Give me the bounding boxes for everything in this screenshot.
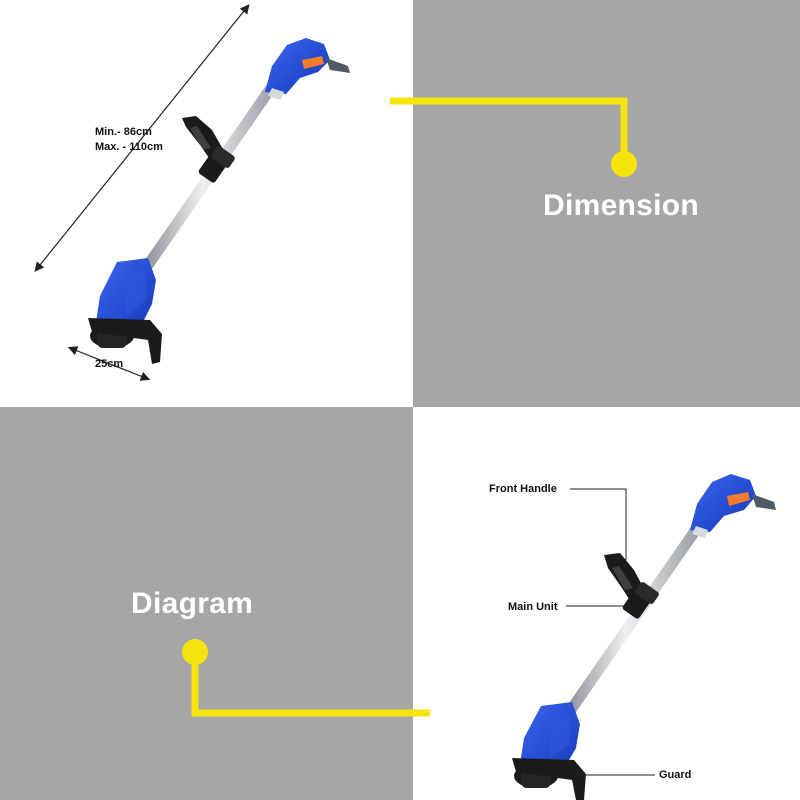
trimmer-illustration-bottom [512,474,776,800]
front-handle-label: Front Handle [489,483,557,495]
diagram-title: Diagram [131,587,254,620]
width-label: 25cm [95,358,124,370]
width-arrow [67,346,151,381]
length-min-label: Min.- 86cm [95,126,152,138]
dimension-title-panel [413,0,800,407]
length-max-label: Max. - 110cm [95,141,163,153]
main-unit-label: Main Unit [508,601,558,613]
guard-label: Guard [659,769,692,781]
dimension-title: Dimension [543,189,700,222]
diagram-title-panel [0,407,413,800]
diagram-image-panel [413,407,800,800]
length-arrow [34,4,250,272]
front-handle-callout [570,488,627,560]
trimmer-illustration-top [88,38,350,364]
diagram-connector [182,639,430,717]
dimension-connector [390,97,637,177]
